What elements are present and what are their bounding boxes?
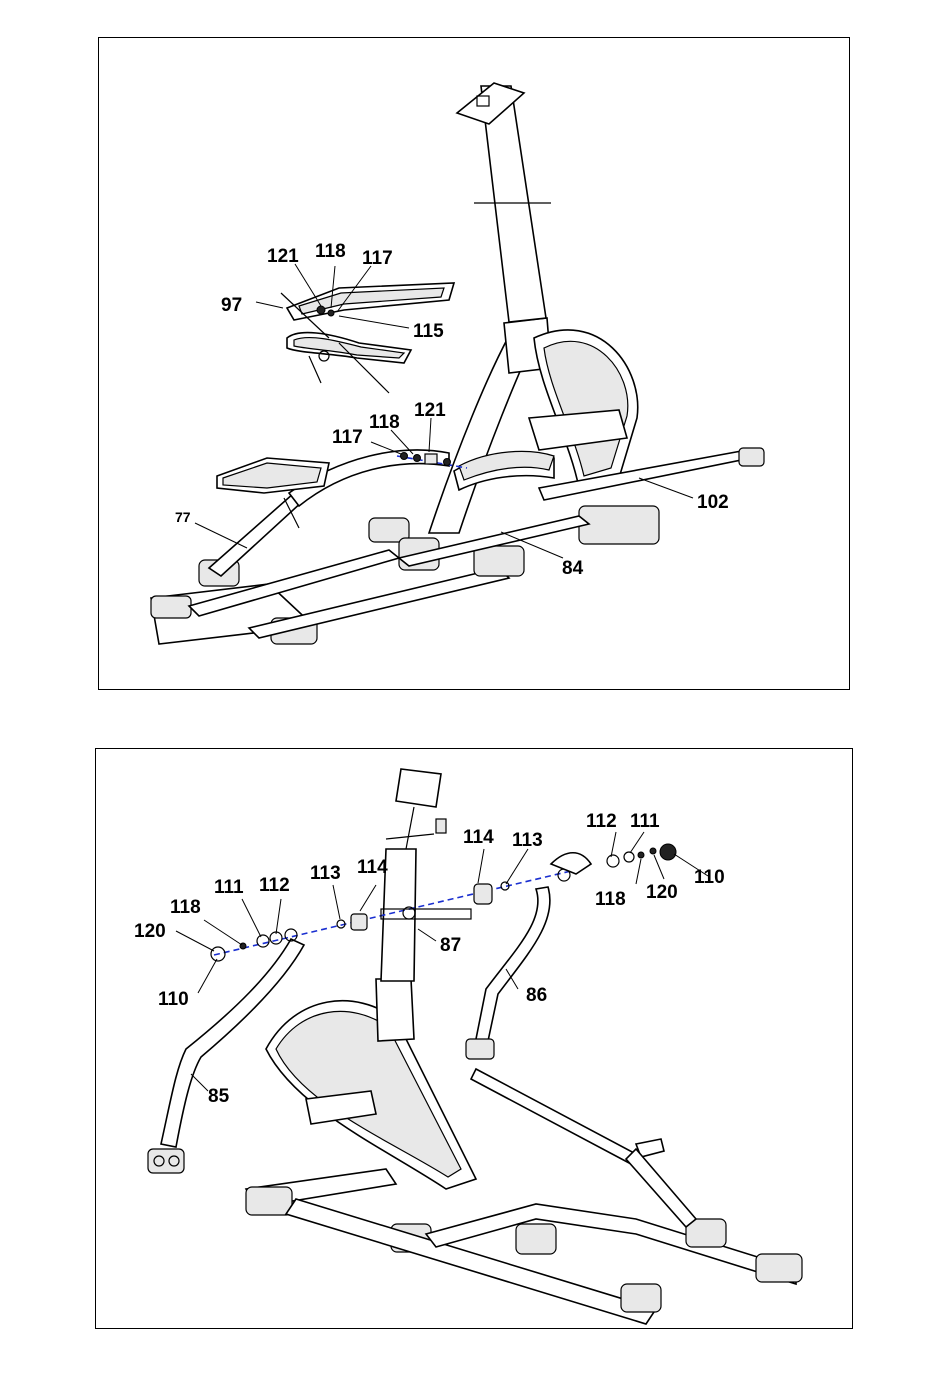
callout-111-r: 111 bbox=[630, 811, 660, 832]
callout-117-a: 117 bbox=[362, 248, 393, 269]
callout-85: 85 bbox=[208, 1086, 230, 1107]
callout-120-l: 120 bbox=[134, 921, 166, 942]
callout-110-l: 110 bbox=[158, 989, 189, 1010]
bottom-exploded-view: 112 111 114 113 110 118 120 111 112 113 … bbox=[96, 749, 854, 1330]
callout-115: 115 bbox=[413, 321, 444, 342]
callout-121-b: 121 bbox=[414, 400, 446, 421]
callout-86: 86 bbox=[526, 985, 547, 1006]
callout-114-l: 114 bbox=[357, 857, 388, 878]
callout-113-l: 113 bbox=[310, 863, 341, 884]
callout-118-a: 118 bbox=[315, 241, 346, 262]
callout-111-l: 111 bbox=[214, 877, 244, 898]
callout-112-r: 112 bbox=[586, 811, 617, 832]
right-handle-arm bbox=[466, 887, 726, 1247]
callout-118-r: 118 bbox=[595, 889, 626, 910]
callout-113-r: 113 bbox=[512, 830, 543, 851]
callout-87: 87 bbox=[440, 935, 461, 956]
top-exploded-view: 121 118 117 97 115 117 118 121 77 102 84 bbox=[99, 38, 851, 691]
callout-117-b: 117 bbox=[332, 427, 363, 448]
callout-110-r: 110 bbox=[694, 867, 725, 888]
bottom-diagram-panel: 112 111 114 113 110 118 120 111 112 113 … bbox=[95, 748, 853, 1329]
callout-77: 77 bbox=[175, 509, 191, 525]
callout-112-l: 112 bbox=[259, 875, 290, 896]
callout-121-a: 121 bbox=[267, 246, 299, 267]
top-diagram-panel: 121 118 117 97 115 117 118 121 77 102 84 bbox=[98, 37, 850, 690]
main-body bbox=[266, 769, 476, 1189]
callout-97: 97 bbox=[221, 295, 242, 316]
callout-84: 84 bbox=[562, 558, 584, 579]
callout-114-r: 114 bbox=[463, 827, 494, 848]
callout-118-b: 118 bbox=[369, 412, 400, 433]
callout-118-l: 118 bbox=[170, 897, 201, 918]
callout-120-r: 120 bbox=[646, 882, 678, 903]
callout-102: 102 bbox=[697, 492, 729, 513]
leader-lines-bottom bbox=[176, 832, 708, 1091]
